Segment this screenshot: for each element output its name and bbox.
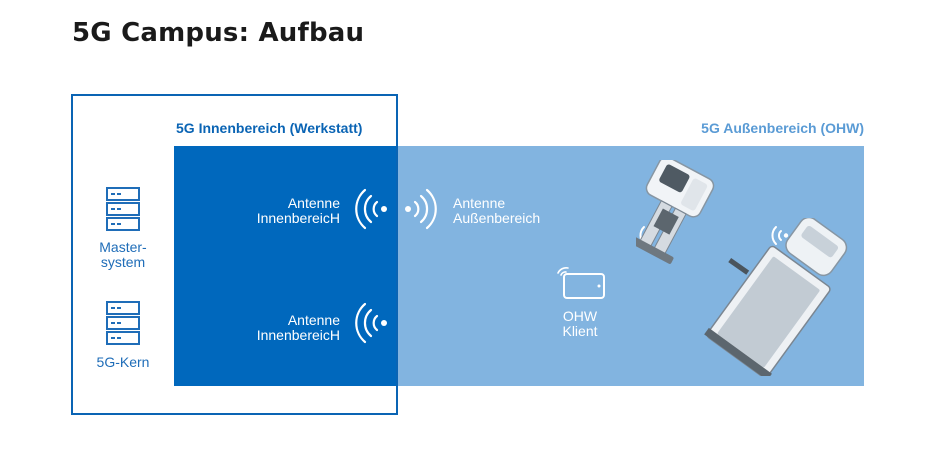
inner-area-zone (174, 146, 396, 386)
outer-area-label: 5G Außenbereich (OHW) (701, 120, 864, 136)
excavator-icon (636, 160, 750, 275)
server-icon (106, 187, 140, 231)
inner-area-label: 5G Innenbereich (Werkstatt) (176, 120, 363, 136)
mastersystem-label: Master- system (99, 239, 147, 270)
server-icon (106, 301, 140, 345)
page-title: 5G Campus: Aufbau (72, 18, 365, 48)
antenna-left-icon (355, 188, 387, 230)
antenna-inner-top-label: Antenne InnenbereicH (256, 195, 340, 226)
ohw-client-label: OHW Klient (562, 308, 598, 339)
kern-label: 5G-Kern (96, 354, 150, 370)
antenna-inner-bottom-label: Antenne InnenbereicH (256, 312, 340, 343)
antenna-right-icon (405, 188, 437, 230)
antenna-outer-label: Antenne Außenbereich (453, 195, 541, 226)
campus-frame (71, 94, 398, 415)
tablet-icon (557, 267, 605, 299)
truck-icon (704, 218, 848, 376)
antenna-left-icon (355, 302, 387, 344)
wifi-signal-icon (771, 226, 789, 245)
